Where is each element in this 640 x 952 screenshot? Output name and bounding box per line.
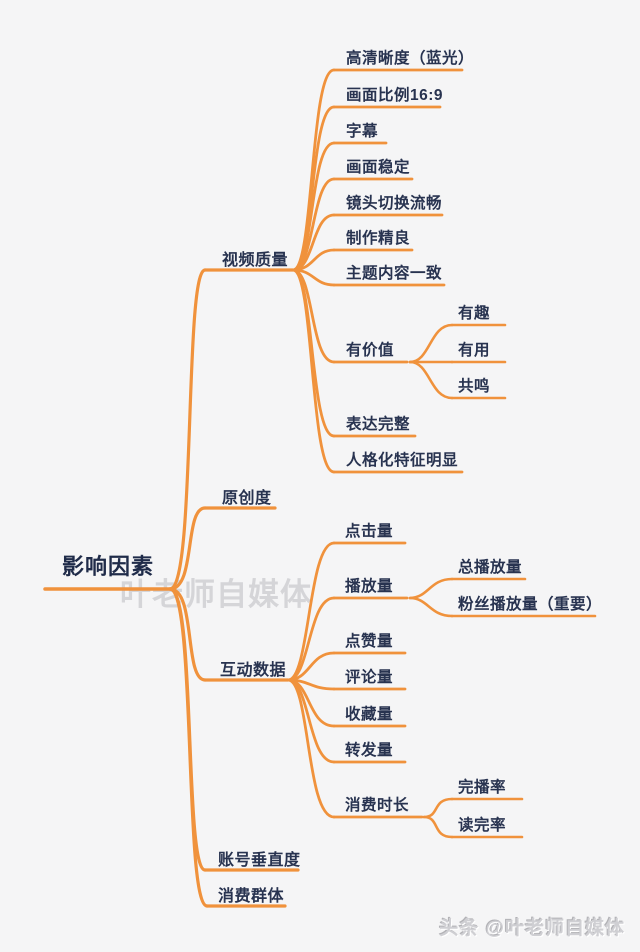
node-useful[interactable]: 有用 <box>458 342 491 359</box>
node-fan-plays[interactable]: 粉丝播放量（重要） <box>458 596 603 613</box>
watermark-footer: 头条 @叶老师自媒体 <box>439 918 625 939</box>
node-favorites[interactable]: 收藏量 <box>345 706 394 723</box>
node-smooth-cuts[interactable]: 镜头切换流畅 <box>346 195 443 212</box>
node-personality[interactable]: 人格化特征明显 <box>346 452 459 469</box>
node-read-completion-rate[interactable]: 读完率 <box>458 817 507 834</box>
node-well-produced[interactable]: 制作精良 <box>346 230 411 247</box>
node-video-quality[interactable]: 视频质量 <box>222 252 289 269</box>
node-root[interactable]: 影响因素 <box>62 554 155 579</box>
node-plays[interactable]: 播放量 <box>345 578 394 595</box>
watermark-center: 叶老师自媒体 <box>120 577 312 612</box>
node-total-plays[interactable]: 总播放量 <box>458 559 523 576</box>
node-account-verticality[interactable]: 账号垂直度 <box>218 852 301 869</box>
node-stable-frame[interactable]: 画面稳定 <box>346 159 411 176</box>
node-likes[interactable]: 点赞量 <box>345 633 394 650</box>
node-clicks[interactable]: 点击量 <box>345 523 394 540</box>
node-valuable[interactable]: 有价值 <box>346 342 395 359</box>
node-shares[interactable]: 转发量 <box>345 742 394 759</box>
node-hd-clarity[interactable]: 高清晰度（蓝光） <box>346 50 475 67</box>
node-interesting[interactable]: 有趣 <box>458 305 491 322</box>
node-watch-time[interactable]: 消费时长 <box>345 797 410 814</box>
node-originality[interactable]: 原创度 <box>222 490 272 507</box>
node-complete-expression[interactable]: 表达完整 <box>346 416 411 433</box>
node-engagement-data[interactable]: 互动数据 <box>220 662 287 679</box>
node-aspect-ratio[interactable]: 画面比例16:9 <box>346 87 444 104</box>
node-consistent-theme[interactable]: 主题内容一致 <box>346 265 443 282</box>
node-resonance[interactable]: 共鸣 <box>458 378 491 395</box>
node-consumer-group[interactable]: 消费群体 <box>218 888 285 905</box>
node-subtitles[interactable]: 字幕 <box>346 123 379 140</box>
node-comments[interactable]: 评论量 <box>345 669 394 686</box>
node-completion-rate[interactable]: 完播率 <box>458 779 507 796</box>
